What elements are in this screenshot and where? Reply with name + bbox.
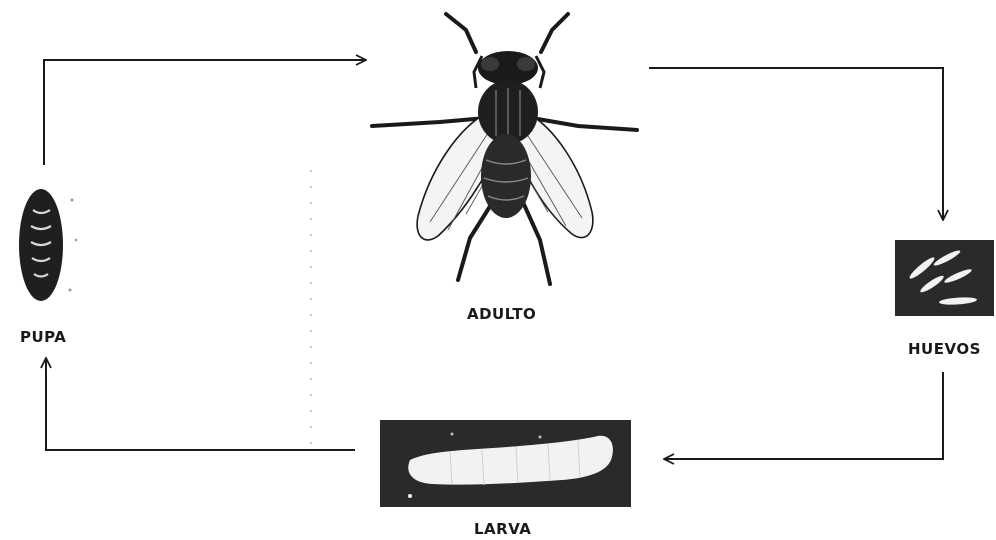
pupa-icon	[19, 189, 77, 301]
arrow-larva-to-pupa	[46, 358, 355, 450]
fly-icon	[372, 14, 637, 284]
arrow-pupa-to-adult	[44, 60, 366, 165]
eggs-icon	[895, 240, 994, 316]
larva-icon	[380, 420, 631, 507]
pupa-label: PUPA	[20, 328, 66, 346]
adult-label: ADULTO	[467, 305, 536, 323]
arrow-adult-to-eggs	[649, 68, 943, 220]
eggs-label: HUEVOS	[908, 340, 981, 358]
arrow-eggs-to-larva	[664, 372, 943, 459]
larva-label: LARVA	[474, 520, 531, 538]
